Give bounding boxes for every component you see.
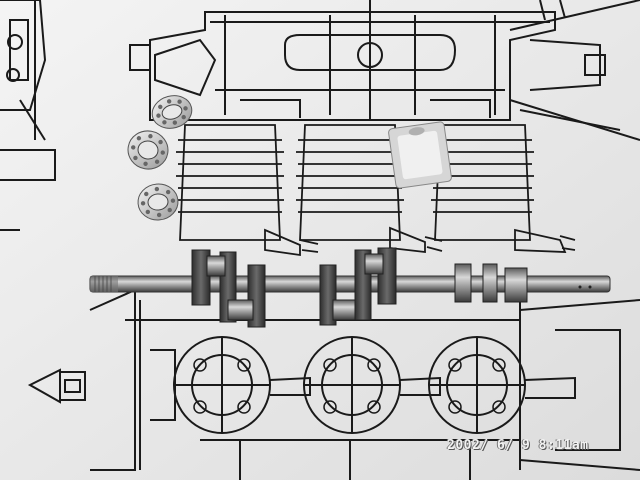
crankshaft bbox=[89, 247, 611, 328]
bearing-plate bbox=[388, 121, 452, 189]
top-engine-drawing bbox=[129, 0, 640, 141]
thrust-washers bbox=[127, 95, 193, 221]
left-edge-drawing bbox=[0, 0, 56, 231]
cylinder-barrels bbox=[176, 124, 576, 257]
date-stamp: 2002/ 6/ 9 8:11am bbox=[447, 438, 589, 453]
